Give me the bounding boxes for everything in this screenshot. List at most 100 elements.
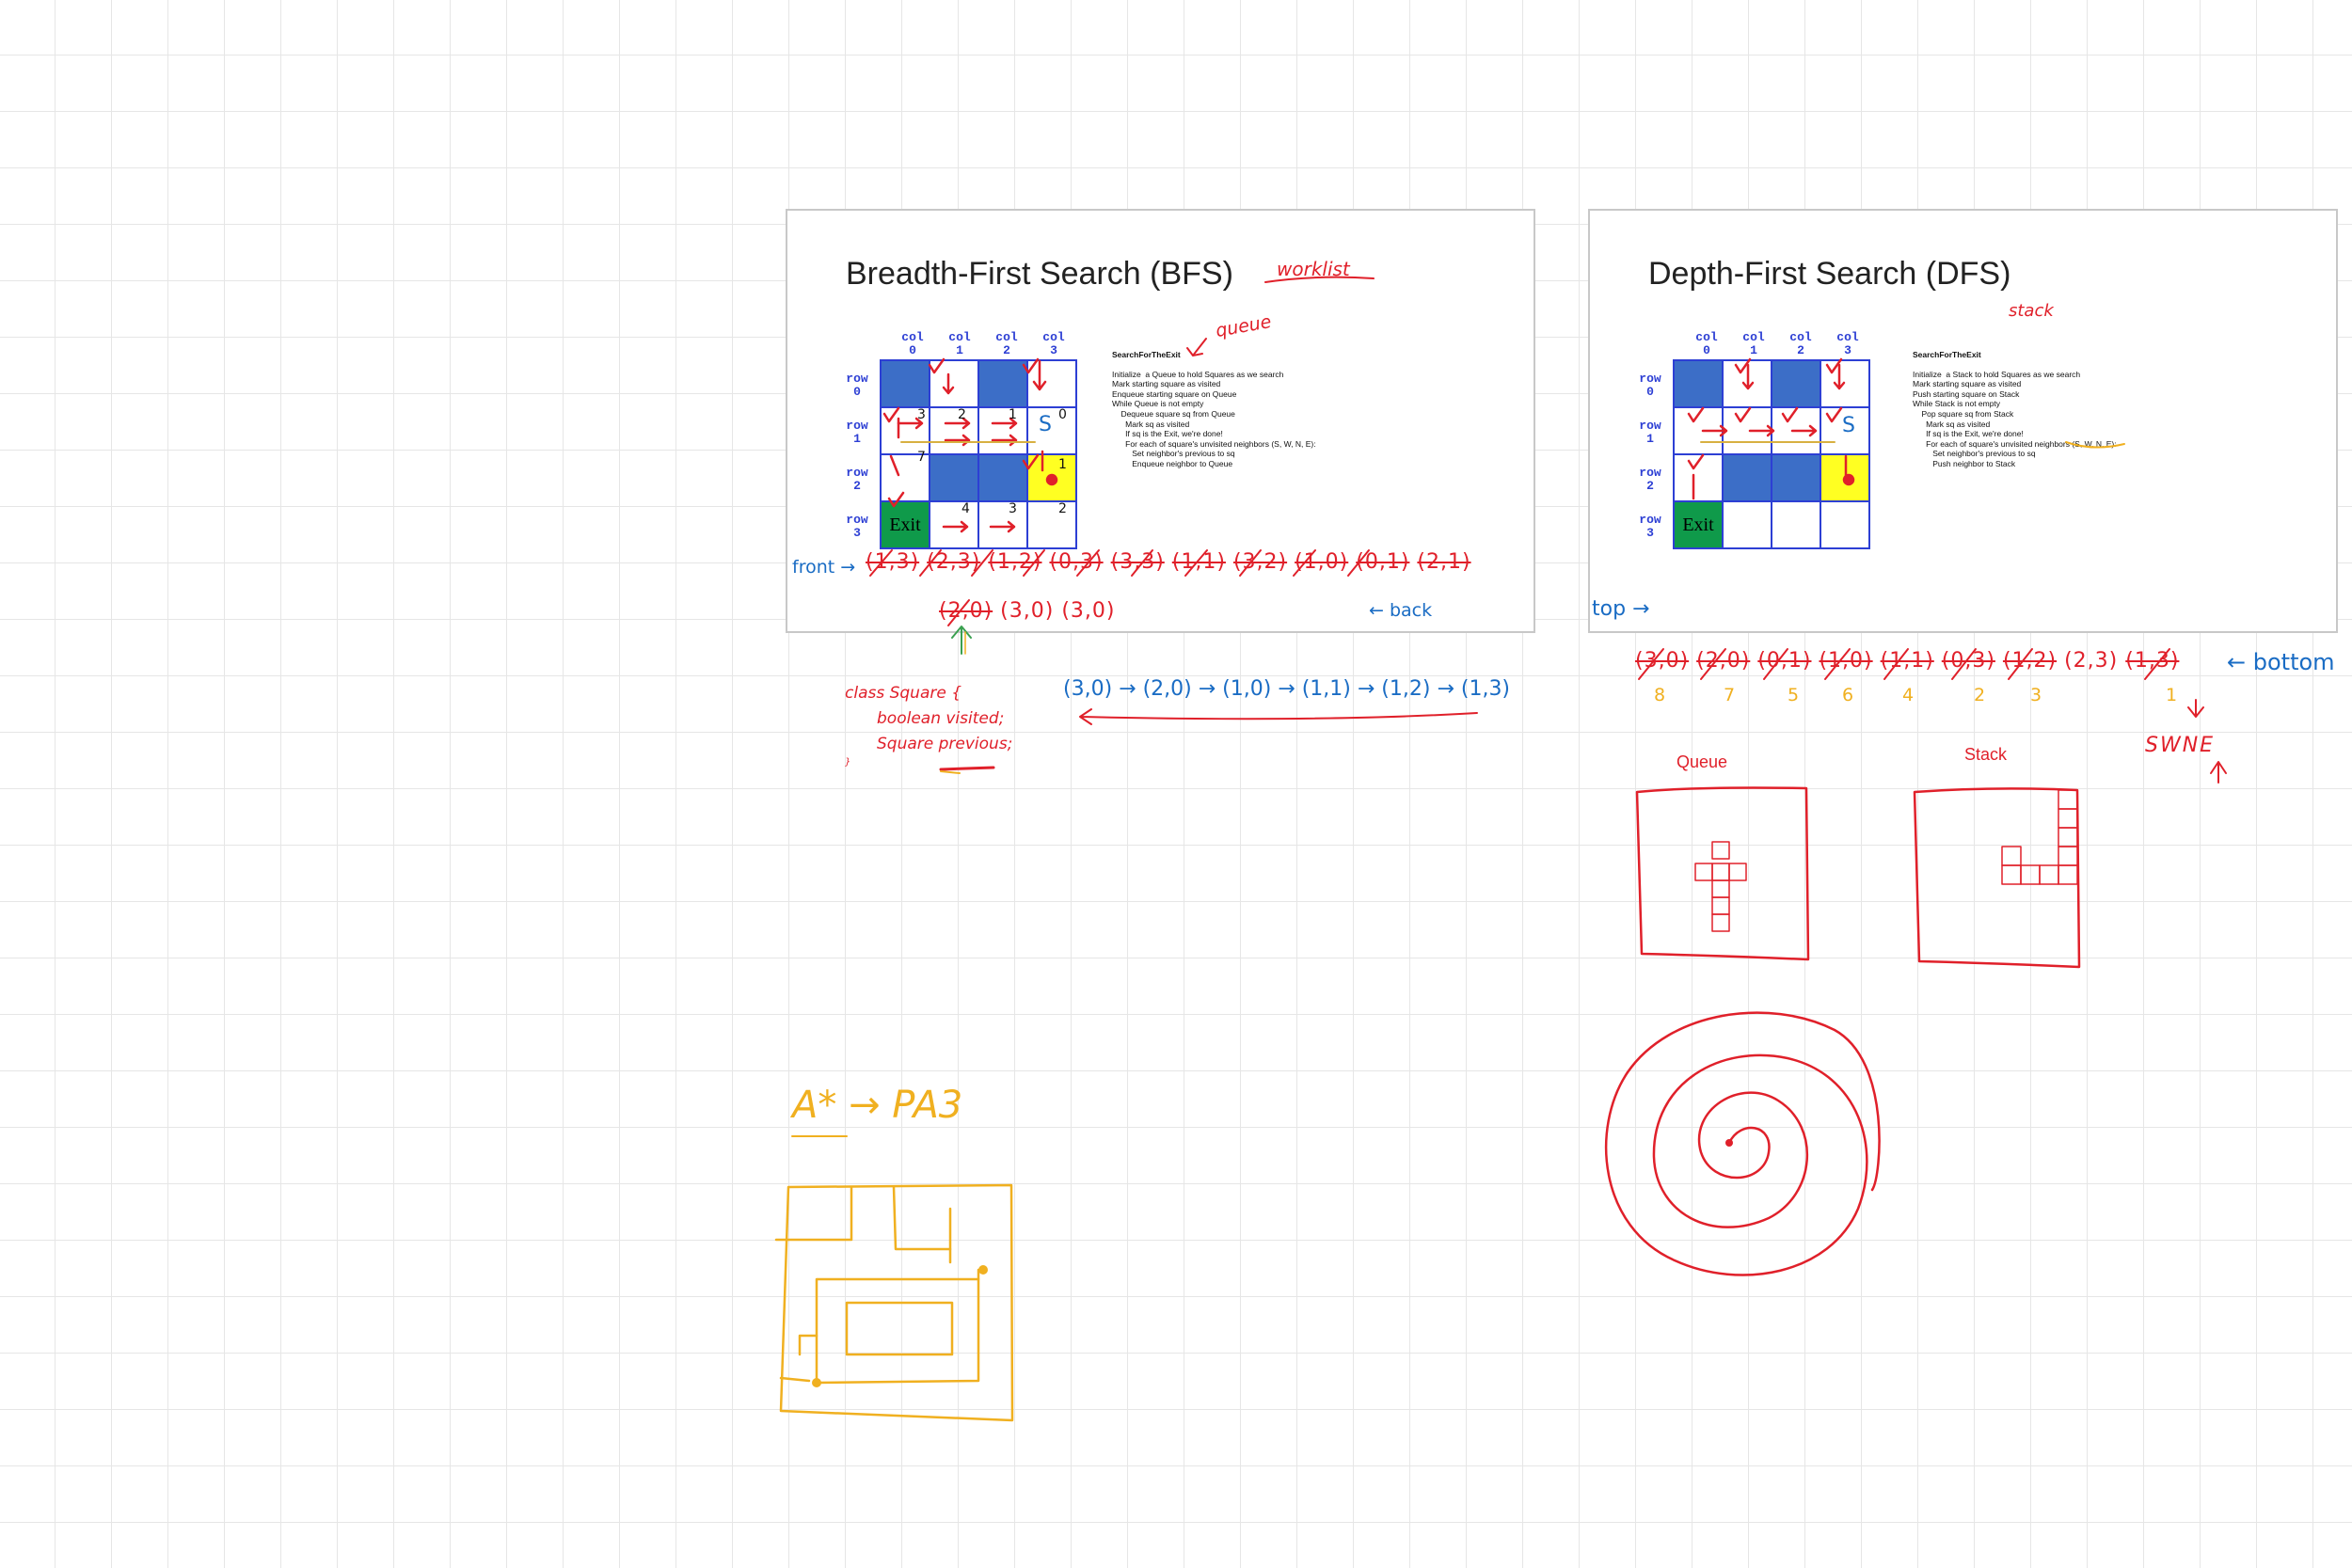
cell — [977, 406, 1028, 455]
stack-item: (1,3) — [2125, 649, 2180, 673]
svg-text:7: 7 — [917, 450, 926, 465]
class-square-note: class Square { boolean visited; Square p… — [845, 681, 1012, 768]
order-number: 6 — [1842, 685, 1854, 705]
queue-item: (2,0) — [939, 599, 993, 623]
svg-text:3: 3 — [1009, 501, 1017, 516]
bfs-queue-row-1: (1,3) (2,3) (1,2) (0,3) (3,3) (1,1) (3,2… — [866, 550, 1471, 574]
queue-item: (1,2) — [988, 550, 1042, 574]
order-number: 8 — [1654, 685, 1666, 705]
cell — [880, 406, 930, 455]
note-line: Square previous; — [877, 735, 1013, 753]
cell — [1771, 453, 1821, 502]
cell — [1771, 359, 1821, 408]
exit-cell: Exit — [880, 500, 930, 549]
cell — [1771, 500, 1821, 549]
note-line: class Square { — [845, 684, 962, 703]
cell — [1026, 500, 1077, 549]
bottom-label: ← bottom — [2227, 649, 2335, 675]
exit-label: Exit — [889, 514, 921, 535]
cell — [1820, 500, 1870, 549]
note-line: } — [845, 757, 851, 768]
queue-item: (3,0) — [1061, 599, 1116, 623]
dfs-start-label: S — [1842, 414, 1855, 437]
queue-item: (2,1) — [1417, 550, 1471, 574]
algorithm-text: Initialize a Stack to hold Squares as we… — [1913, 369, 2117, 468]
bfs-start-label: S — [1039, 413, 1052, 436]
front-label: front → — [792, 557, 856, 578]
svg-text:3: 3 — [917, 407, 926, 422]
exit-label: Exit — [1682, 514, 1714, 535]
queue-box-label: Queue — [1677, 752, 1728, 771]
cell — [929, 500, 979, 549]
stack-item: (3,0) — [1635, 649, 1690, 673]
stack-box-label: Stack — [1964, 745, 2008, 764]
cell — [1673, 359, 1724, 408]
cell — [1722, 500, 1772, 549]
note-line: boolean visited; — [877, 709, 1005, 728]
cell — [977, 359, 1028, 408]
stack-item: (2,3) — [2064, 649, 2119, 673]
order-number: 2 — [1974, 685, 1986, 705]
order-number: 1 — [2166, 685, 2178, 705]
stack-item: (0,3) — [1941, 649, 1995, 673]
swne-label: SWNE — [2145, 734, 2216, 757]
bfs-slide-title: Breadth-First Search (BFS) — [846, 256, 1233, 292]
bfs-maze-grid: Exit — [880, 359, 1077, 549]
stack-item: (1,1) — [1880, 649, 1934, 673]
algorithm-title: SearchForTheExit — [1913, 350, 1981, 359]
queue-item: (1,1) — [1171, 550, 1226, 574]
cell — [929, 453, 979, 502]
queue-item: (3,2) — [1232, 550, 1288, 574]
queue-item: (2,3) — [927, 550, 981, 574]
cell — [977, 500, 1028, 549]
svg-text:4: 4 — [961, 501, 970, 516]
svg-text:2: 2 — [958, 407, 966, 422]
cell — [977, 453, 1028, 502]
dfs-slide-title: Depth-First Search (DFS) — [1648, 256, 2011, 292]
order-number: 7 — [1724, 685, 1736, 705]
bfs-path: (3,0) → (2,0) → (1,0) → (1,1) → (1,2) → … — [1063, 677, 1511, 701]
cell — [929, 406, 979, 455]
cell — [1026, 406, 1077, 455]
order-number: 4 — [1902, 685, 1915, 705]
svg-text:1: 1 — [1058, 457, 1067, 472]
order-number: 5 — [1788, 685, 1800, 705]
svg-text:0: 0 — [1058, 407, 1067, 422]
cell — [880, 453, 930, 502]
algorithm-title: SearchForTheExit — [1112, 350, 1181, 359]
bfs-queue-row-2: (2,0) (3,0) (3,0) — [939, 599, 1115, 623]
queue-item: (1,0) — [1295, 550, 1349, 574]
cell — [880, 359, 930, 408]
svg-text:1: 1 — [1009, 407, 1017, 422]
top-label: top → — [1592, 597, 1650, 621]
annotation-stack: stack — [2009, 301, 2054, 321]
astar-label: A* → PA3 — [792, 1084, 963, 1127]
cell — [1722, 453, 1772, 502]
svg-text:2: 2 — [1058, 501, 1067, 516]
queue-item: (3,0) — [1000, 599, 1055, 623]
queue-item: (0,3) — [1049, 550, 1104, 574]
algorithm-text: Initialize a Queue to hold Squares as we… — [1112, 369, 1316, 468]
cell — [1026, 359, 1077, 408]
